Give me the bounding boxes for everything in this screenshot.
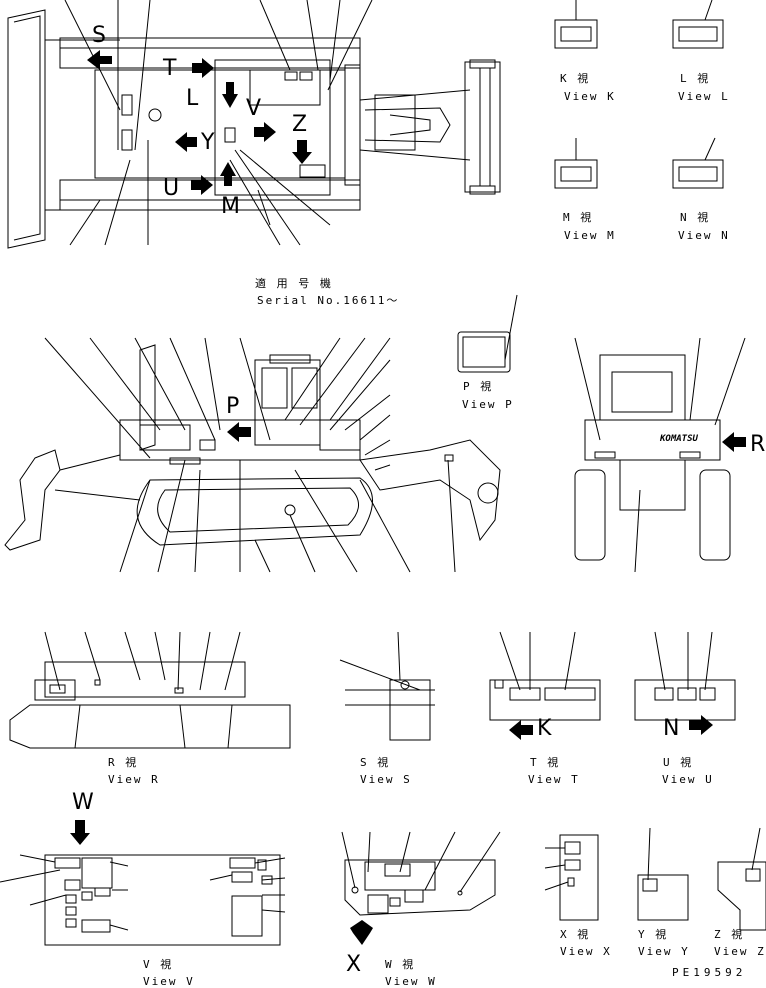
arrow-label-n: N [663, 716, 680, 741]
view-w-jp: W 視 [385, 958, 416, 971]
view-v-frame [0, 855, 285, 945]
view-m-en: View M [564, 229, 616, 242]
arrow-label-s: S [92, 23, 106, 48]
view-l-jp: L 視 [680, 72, 711, 85]
view-t-jp: T 視 [530, 756, 561, 769]
view-arrows [70, 50, 746, 945]
view-m-jp: M 視 [563, 211, 594, 224]
view-n-jp: N 視 [680, 211, 711, 224]
view-t-en: View T [528, 773, 580, 786]
arrow-label-k: K [537, 716, 552, 741]
arrow-label-y: Y [201, 130, 215, 155]
view-z-en: View Z [714, 945, 766, 958]
view-l-en: View L [678, 90, 730, 103]
serial-en: Serial No.16611～ [257, 294, 400, 307]
part-number: PE19592 [672, 966, 747, 979]
view-r-jp: R 視 [108, 756, 139, 769]
arrow-label-w: W [72, 790, 94, 815]
view-k-en: View K [564, 90, 616, 103]
view-z-jp: Z 視 [714, 928, 745, 941]
view-v-jp: V 視 [143, 958, 174, 971]
arrow-label-z: Z [292, 112, 308, 137]
view-y-en: View Y [638, 945, 690, 958]
view-n-en: View N [678, 229, 730, 242]
arrow-label-v: V [246, 96, 262, 121]
view-p-frame [458, 295, 517, 372]
brand-logo: KOMATSU [660, 434, 698, 444]
arrow-label-u: U [163, 176, 180, 201]
view-x-jp: X 視 [560, 928, 591, 941]
serial-jp: 適 用 号 機 [255, 277, 333, 290]
rear-view [575, 338, 745, 572]
view-w-en: View W [385, 975, 437, 988]
view-p-en: View P [462, 398, 514, 411]
view-k-jp: K 視 [560, 72, 591, 85]
views-klmn [555, 0, 723, 188]
view-r-frame [10, 632, 290, 748]
view-s-jp: S 視 [360, 756, 391, 769]
view-y-jp: Y 視 [638, 928, 669, 941]
view-r-en: View R [108, 773, 160, 786]
arrow-label-m: M [221, 194, 240, 219]
view-u-en: View U [662, 773, 714, 786]
view-s-en: View S [360, 773, 412, 786]
arrow-label-t: T [163, 56, 177, 81]
view-p-jp: P 視 [463, 380, 494, 393]
arrow-label-p: P [226, 394, 240, 419]
view-tu-frames [490, 632, 735, 720]
view-s-frame [340, 632, 435, 740]
top-view [8, 0, 500, 248]
arrow-label-r: R [750, 432, 766, 457]
view-x-en: View X [560, 945, 612, 958]
arrow-label-x: X [346, 952, 362, 977]
view-u-jp: U 視 [663, 756, 694, 769]
side-view [5, 338, 500, 572]
view-xyz-frames [545, 828, 766, 930]
view-w-frame [342, 832, 500, 915]
arrow-label-l: L [186, 86, 199, 111]
view-v-en: View V [143, 975, 195, 988]
